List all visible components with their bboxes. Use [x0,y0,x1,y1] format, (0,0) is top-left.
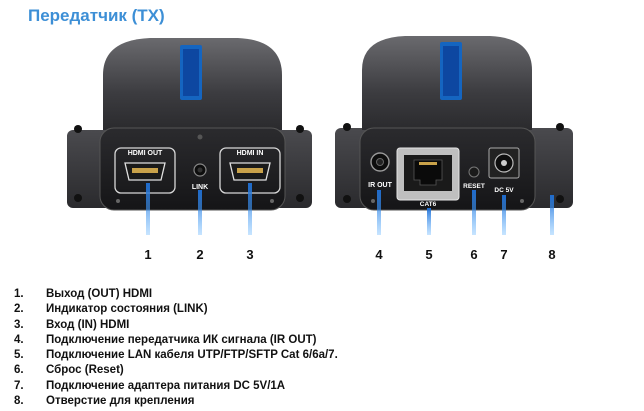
legend-item: 8. Отверстие для крепления [14,395,634,410]
legend-number: 7. [14,379,24,392]
legend-text: Подключение адаптера питания DC 5V/1A [46,379,286,392]
callout-number-1: 1 [144,247,152,262]
legend-item: 2. Индикатор состояния (LINK) [14,303,634,318]
ir-out-jack [370,152,390,172]
callout-number-5: 5 [425,247,433,262]
callout-number-8: 8 [548,247,556,262]
link-indicator [193,163,207,177]
beam-7 [502,195,506,235]
transmitter-front-device: HDMI OUT LINK HDMI IN [67,38,312,211]
hdmi-out-port [114,147,176,194]
beam-8 [550,195,554,235]
legend-item: 1. Выход (OUT) HDMI [14,288,634,303]
hdmi-out-label: HDMI OUT [128,150,163,157]
legend-number: 4. [14,333,24,346]
beam-6 [472,190,476,235]
reset-label: RESET [463,183,485,190]
legend-text: Индикатор состояния (LINK) [46,303,208,316]
dc5v-label: DC 5V [494,187,514,194]
beam-5 [427,208,431,235]
callout-number-2: 2 [196,247,204,262]
ir-out-label: IR OUT [368,182,392,189]
cat6-label: CAT6 [420,201,437,208]
beam-1 [146,183,150,235]
legend-text: Подключение LAN кабеля UTP/FTP/SFTP Cat … [46,349,338,362]
callout-number-3: 3 [246,247,254,262]
callout-number-7: 7 [500,247,508,262]
callout-number-6: 6 [470,247,478,262]
callout-beams [146,183,554,235]
link-label: LINK [192,184,208,191]
device-illustration: HDMI OUT LINK HDMI IN [67,36,573,235]
legend-item: 4. Подключение передатчика ИК сигнала (IR… [14,334,634,349]
legend-number: 3. [14,318,24,331]
legend-number: 8. [14,395,24,408]
cat6-port [396,147,460,201]
legend-text: Отверстие для крепления [46,395,195,408]
hdmi-in-label: HDMI IN [237,150,264,157]
legend-item: 5. Подключение LAN кабеля UTP/FTP/SFTP Ca… [14,349,634,364]
beam-2 [198,190,202,235]
beam-4 [377,190,381,235]
legend-text: Вход (IN) HDMI [46,318,130,331]
reset-button [468,166,480,178]
legend-item: 6. Сброс (Reset) [14,364,634,379]
transmitter-rear-device: IR OUT CAT6 RESET DC 5V [335,36,573,211]
callout-number-4: 4 [375,247,383,262]
legend-number: 6. [14,364,24,377]
legend-list: 1. Выход (OUT) HDMI 2. Индикатор состояния… [14,288,634,410]
page-title: Передатчик (TX) [28,6,165,25]
beam-3 [248,183,252,235]
legend-number: 5. [14,349,24,362]
dc-power-jack [488,147,520,179]
legend-item: 3. Вход (IN) HDMI [14,319,634,334]
legend-item: 7. Подключение адаптера питания DC 5V/1A [14,380,634,395]
legend-number: 2. [14,303,24,316]
legend-number: 1. [14,288,24,300]
legend-text: Выход (OUT) HDMI [46,288,153,300]
legend-text: Сброс (Reset) [46,364,124,377]
legend-text: Подключение передатчика ИК сигнала (IR O… [46,333,317,346]
